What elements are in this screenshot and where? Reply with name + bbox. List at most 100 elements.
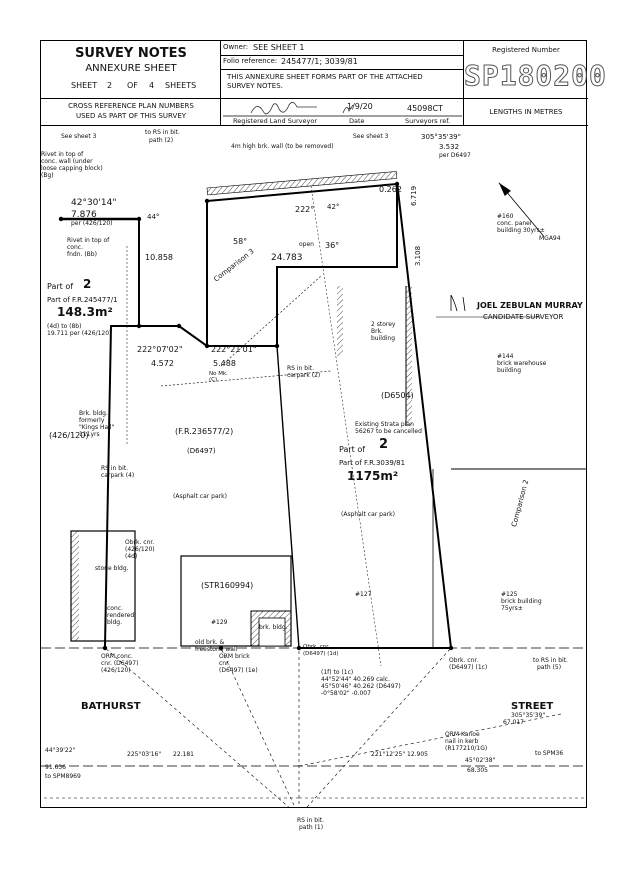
- plan-label-rivet-3: loose capping block): [41, 165, 103, 172]
- plan-label-b-45-02: 45°02'38": [465, 757, 496, 764]
- plan-label-obrk-1c: Obrk. cnr.: [449, 657, 479, 664]
- plan-label-dist-top: 3.532: [439, 143, 460, 151]
- plan-label-part-2b-num: 2: [379, 437, 389, 452]
- surveyor-name: JOEL ZEBULAN MURRAY: [477, 301, 583, 310]
- plan-label-spm36: to SPM36: [535, 750, 564, 757]
- plan-label-str160994: (STR160994): [201, 581, 254, 590]
- plan-label-d-3108: 3.108: [414, 245, 422, 266]
- plan-label-calc-3: 45°50'46" 40.262 (D6497): [321, 683, 401, 690]
- plan-label-orm-kanoe3: (R177210/1G): [445, 745, 488, 752]
- lengths-note: LENGTHS IN METRES: [489, 108, 563, 116]
- plan-label-bldg-160c: building 30yrs±: [497, 227, 545, 234]
- registered-number: SP180200: [464, 59, 607, 92]
- sheets-suffix: SHEETS: [165, 81, 197, 90]
- plan-label-street: STREET: [511, 701, 554, 712]
- brick-wall-hatched: [206, 171, 398, 196]
- folio-label: Folio reference:: [223, 57, 278, 65]
- plan-label-d-42: 42°: [327, 203, 340, 211]
- plan-label-open: open: [299, 241, 314, 248]
- lot-boundary-a: [138, 182, 398, 347]
- plan-label-orm-conc3: (426/120): [101, 667, 131, 674]
- plan-label-brick-2storey: 2 storey: [371, 321, 396, 328]
- plan-label-asphalt-2: (Asphalt car park): [341, 511, 395, 518]
- owner-label: Owner:: [223, 43, 249, 51]
- survey-plan-drawing: [41, 171, 586, 807]
- annexure-note-line1: THIS ANNEXURE SHEET FORMS PART OF THE AT…: [227, 73, 423, 81]
- plan-label-see-sheet-3-b: See sheet 3: [353, 133, 389, 140]
- sheet-number: 2: [107, 81, 113, 90]
- plan-label-rivet-1: Rivet in top of: [41, 151, 84, 158]
- annexure-note-line2: SURVEY NOTES.: [227, 82, 283, 90]
- plan-label-rs-carpark-4b: carpark (4): [101, 472, 135, 479]
- plan-label-calc-1: (1f) to (1c): [321, 669, 354, 676]
- plan-label-conc-rendered2: rendered: [107, 612, 135, 619]
- plan-label-rs-bit-path-2: to RS in bit.: [145, 129, 180, 136]
- signature-block: 1/9/20 45098CT Registered Land Surveyor …: [221, 99, 464, 126]
- plan-label-rivet-4: (Bg): [41, 172, 54, 179]
- plan-label-b-225: 225°03'16": [127, 751, 162, 758]
- plan-label-b-42: 42°30'14": [71, 198, 117, 208]
- plan-label-area-1175: 1175m²: [347, 469, 399, 483]
- radiation-lines: [41, 647, 586, 807]
- plan-label-b-44: 44°: [147, 213, 160, 221]
- plan-label-fr-19711: 19.711 per (426/120): [47, 330, 112, 337]
- plan-label-b-44-39: 44°39'22": [45, 747, 76, 754]
- plan-label-d-91636: 91.636: [45, 764, 66, 771]
- plan-label-spm: to SPM8969: [45, 773, 81, 780]
- plan-label-d-68305: 68.305: [467, 767, 488, 774]
- plan-label-obrk-1d2: (D6497) (1d): [303, 651, 339, 657]
- plan-label-brick-bldg2: building: [371, 335, 396, 342]
- plan-label-rs-bit-path-2b: path (2): [149, 137, 174, 144]
- plan-label-fr-3039: Part of F.R.3039/81: [339, 459, 406, 467]
- plan-label-orm-brick: ORM brick: [219, 653, 250, 660]
- plan-label-part-of-2-num: 2: [83, 277, 92, 291]
- plan-label-obrk-1c2: (D6497) (1c): [449, 664, 488, 671]
- plan-label-old-brk2: freestone wall: [195, 646, 238, 653]
- plan-label-bldg-125c: 75yrs±: [501, 605, 523, 612]
- cross-reference-block: CROSS REFERENCE PLAN NUMBERS USED AS PAR…: [41, 99, 221, 126]
- rear-boundary: [206, 183, 398, 202]
- plan-label-d-5488: 5.488: [213, 359, 236, 368]
- survey-annexure-sheet: SURVEY NOTES ANNEXURE SHEET SHEET 2 OF 4…: [40, 40, 607, 831]
- plan-label-bldg-160: #160: [497, 213, 514, 220]
- plan-label-b-222-07: 222°07'02": [137, 345, 183, 354]
- sheet-of-label: OF: [127, 81, 138, 90]
- plan-label-calc-4: -0°58'02" -0.007: [321, 690, 371, 697]
- plan-label-part-of-2b: Part of: [339, 445, 366, 454]
- plan-label-bearing-top: 305°35'39": [421, 133, 461, 141]
- lengths-note-block: LENGTHS IN METRES: [464, 99, 588, 126]
- plan-label-rs-carpark-2: RS in bit.: [287, 365, 314, 372]
- plan-label-d-12905: 12.905: [407, 751, 428, 758]
- plan-label-b-305: 305°35'39": [511, 712, 546, 719]
- plan-label-d-6719: 6.719: [410, 185, 418, 206]
- plan-label-calc-2: 44°52'44" 40.269 calc.: [321, 676, 390, 683]
- plan-label-d-222: 222°: [295, 205, 315, 214]
- plan-label-strata-2: 56267 to be cancelled: [355, 428, 422, 435]
- plan-label-orm-kanoe2: nail in kerb: [445, 738, 479, 745]
- plan-label-comparison-2: Comparison 2: [510, 478, 531, 528]
- plan-label-fr-245477: Part of F.R.245477/1: [47, 296, 118, 304]
- surveyor-title: CANDIDATE SURVEYOR: [483, 313, 564, 321]
- sheet-label: SHEET: [71, 81, 98, 90]
- plan-label-d-36: 36°: [325, 241, 340, 250]
- plan-label-obrk-4d3: (4d): [125, 553, 138, 560]
- plan-label-part-of-2: Part of: [47, 282, 74, 291]
- plan-label-conc-rendered3: bldg.: [107, 619, 122, 626]
- plan-label-fr-236577: (F.R.236577/2): [175, 427, 234, 436]
- plan-label-rivet-b1: Rivet in top of: [67, 237, 110, 244]
- plan-label-orm-conc2: cnr. (D6497): [101, 660, 139, 667]
- surveyors-ref: 45098CT: [407, 104, 443, 113]
- plan-label-conc-rendered: conc.: [107, 605, 123, 612]
- plan-label-d-10858: 10.858: [145, 253, 173, 262]
- plan-label-strata-1: Existing Strata plan: [355, 421, 414, 428]
- plan-label-obrk-4d2: (426/120): [125, 546, 155, 553]
- plan-label-brk-bldg-kh3: "Kings Hall": [79, 424, 115, 431]
- plan-label-rs-bit-path-5: to RS in bit.: [533, 657, 568, 664]
- plan-label-orm-brick3: (D6497) (1e): [219, 667, 258, 674]
- plan-label-d-4572: 4.572: [151, 359, 174, 368]
- plan-label-wall-removed: 4m high brk. wall (to be removed): [231, 143, 334, 150]
- plan-label-mga: MGA94: [539, 235, 561, 242]
- plan-label-rivet-b3: fndn. (Bb): [67, 251, 97, 258]
- plan-label-n129: #129: [211, 619, 228, 626]
